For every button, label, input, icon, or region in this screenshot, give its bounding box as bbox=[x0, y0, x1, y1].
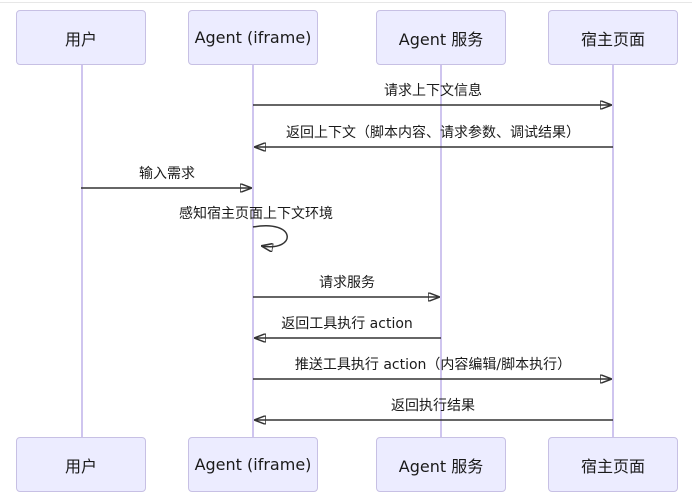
actor-box-user-bottom: 用户 bbox=[16, 437, 146, 492]
message-label-return-context: 返回上下文（脚本内容、请求参数、调试结果） bbox=[286, 125, 580, 141]
arrow-self-loop-perceive bbox=[252, 225, 288, 247]
message-label-push-tool-action: 推送工具执行 action（内容编辑/脚本执行） bbox=[294, 357, 572, 373]
message-label-return-tool-action: 返回工具执行 action bbox=[281, 316, 413, 332]
actor-label: Agent 服务 bbox=[398, 456, 484, 476]
actor-box-agent-service-bottom: Agent 服务 bbox=[376, 437, 506, 492]
message-label-return-exec-result: 返回执行结果 bbox=[391, 398, 475, 414]
actor-box-user-top: 用户 bbox=[16, 10, 146, 65]
actor-box-agent-iframe-top: Agent (iframe) bbox=[188, 10, 318, 65]
lifeline-user bbox=[81, 65, 83, 438]
actor-box-host-page-top: 宿主页面 bbox=[548, 10, 678, 65]
message-label-request-context: 请求上下文信息 bbox=[384, 83, 482, 99]
actor-label: 宿主页面 bbox=[580, 456, 645, 476]
actor-label: Agent 服务 bbox=[398, 29, 484, 49]
message-label-self-loop-perceive: 感知宿主页面上下文环境 bbox=[179, 206, 333, 222]
actor-label: 用户 bbox=[64, 456, 97, 476]
top-border-line bbox=[0, 2, 692, 3]
lifeline-host-page bbox=[612, 65, 614, 438]
actor-box-agent-iframe-bottom: Agent (iframe) bbox=[188, 437, 318, 492]
lifeline-agent-iframe bbox=[252, 65, 254, 438]
actor-label: 用户 bbox=[64, 29, 97, 49]
actor-box-agent-service-top: Agent 服务 bbox=[376, 10, 506, 65]
message-label-request-service: 请求服务 bbox=[319, 275, 375, 291]
actor-box-host-page-bottom: 宿主页面 bbox=[548, 437, 678, 492]
actor-label: 宿主页面 bbox=[580, 29, 645, 49]
message-label-input-request: 输入需求 bbox=[139, 166, 195, 182]
lifeline-agent-service bbox=[440, 65, 442, 438]
actor-label: Agent (iframe) bbox=[194, 455, 312, 474]
actor-label: Agent (iframe) bbox=[194, 28, 312, 47]
